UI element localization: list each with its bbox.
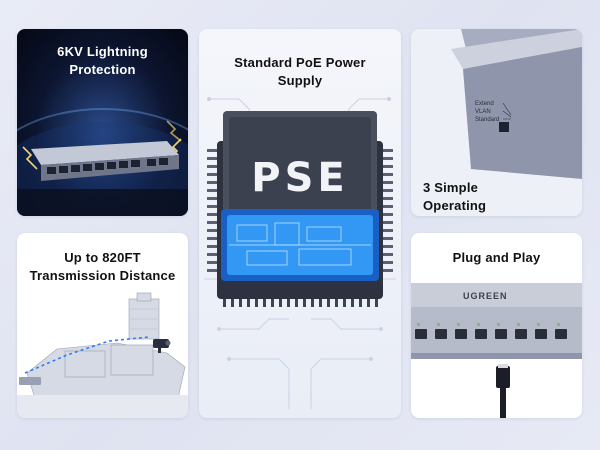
plug-illustration: UGREEN xyxy=(411,283,582,418)
pse-chip-label: PSE xyxy=(251,155,348,201)
plug-card: UGREEN Plug and Play xyxy=(411,233,582,418)
lightning-switch-illustration xyxy=(17,108,188,216)
operating-title: 3 Simple Operating xyxy=(423,179,582,215)
pse-card: PSE Standard PoE Power Supply xyxy=(199,29,401,418)
dip-switch xyxy=(499,122,509,132)
pse-title: Standard PoE Power Supply xyxy=(199,54,401,90)
camera-icon xyxy=(153,339,171,353)
operating-title-line2: Operating xyxy=(423,198,487,213)
distance-card: Up to 820FT Transmission Distance xyxy=(17,233,188,418)
switch-label-standard: Standard xyxy=(475,117,499,123)
switch-dip-illustration: Extend VLAN Standard xyxy=(451,29,582,179)
pse-title-line1: Standard PoE Power xyxy=(234,55,366,70)
pse-chip-illustration: PSE xyxy=(204,97,396,409)
lightning-title: 6KV Lightning Protection xyxy=(17,43,188,79)
campus-illustration xyxy=(17,292,188,418)
lightning-protection-card: 6KV Lightning Protection xyxy=(17,29,188,216)
pse-title-line2: Supply xyxy=(277,73,323,88)
distance-title-line1: Up to 820FT xyxy=(64,250,141,265)
brand-logo-text: UGREEN xyxy=(463,291,508,301)
network-switch xyxy=(31,141,179,181)
lightning-title-line2: Protection xyxy=(69,62,136,77)
switch-label-extend: Extend xyxy=(475,101,494,107)
operating-card: Extend VLAN Standard 3 Simple Operating xyxy=(411,29,582,216)
operating-title-line1: 3 Simple xyxy=(423,180,479,195)
lightning-title-line1: 6KV Lightning xyxy=(57,44,148,59)
distance-title-line2: Transmission Distance xyxy=(29,268,176,283)
plug-title: Plug and Play xyxy=(452,250,541,265)
small-switch xyxy=(19,377,41,385)
link-line xyxy=(24,336,150,374)
switch-label-vlan: VLAN xyxy=(475,109,491,115)
distance-title: Up to 820FT Transmission Distance xyxy=(17,249,188,285)
ethernet-plug-icon xyxy=(496,364,510,418)
